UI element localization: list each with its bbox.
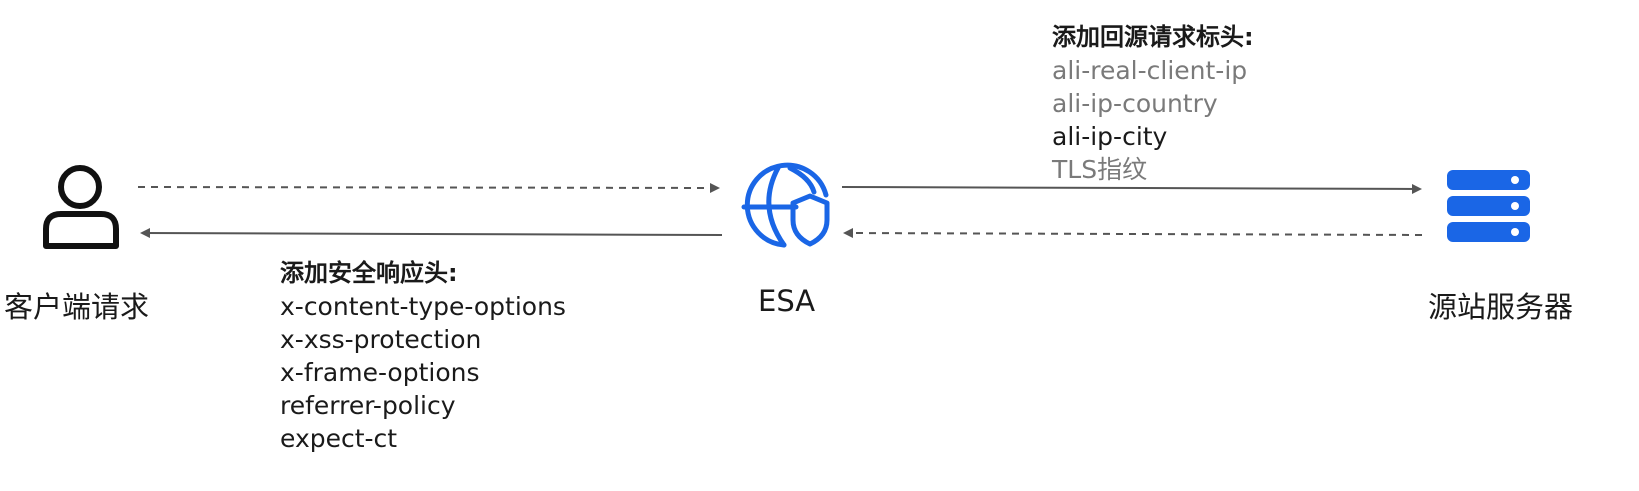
origin-request-headers: 添加回源请求标头: ali-real-client-ip ali-ip-coun…: [1052, 20, 1254, 186]
origin-header-item: ali-ip-city: [1052, 122, 1168, 151]
response-header-item: referrer-policy: [280, 391, 456, 420]
response-header-item: x-xss-protection: [280, 325, 482, 354]
user-icon: [43, 165, 119, 249]
arrow-esa-to-origin: [841, 183, 1422, 194]
response-header-item: expect-ct: [280, 424, 398, 453]
arrow-client-to-esa: [137, 182, 720, 193]
client-label: 客户端请求: [4, 290, 150, 324]
origin-header-item: ali-real-client-ip: [1052, 56, 1248, 85]
origin-headers-title: 添加回源请求标头:: [1052, 23, 1254, 51]
origin-header-item: ali-ip-country: [1052, 89, 1218, 118]
arrow-origin-to-esa: [843, 228, 1423, 239]
origin-server-label: 源站服务器: [1428, 290, 1574, 324]
response-header-item: x-frame-options: [280, 358, 480, 387]
security-response-headers: 添加安全响应头: x-content-type-options x-xss-pr…: [280, 256, 566, 455]
server-stack-icon: [1447, 170, 1530, 242]
origin-header-item: TLS指纹: [1052, 155, 1148, 184]
arrow-esa-to-client: [140, 228, 723, 239]
response-header-item: x-content-type-options: [280, 292, 566, 321]
esa-label: ESA: [758, 284, 816, 318]
response-headers-title: 添加安全响应头:: [280, 259, 458, 287]
globe-shield-icon: [741, 162, 830, 248]
